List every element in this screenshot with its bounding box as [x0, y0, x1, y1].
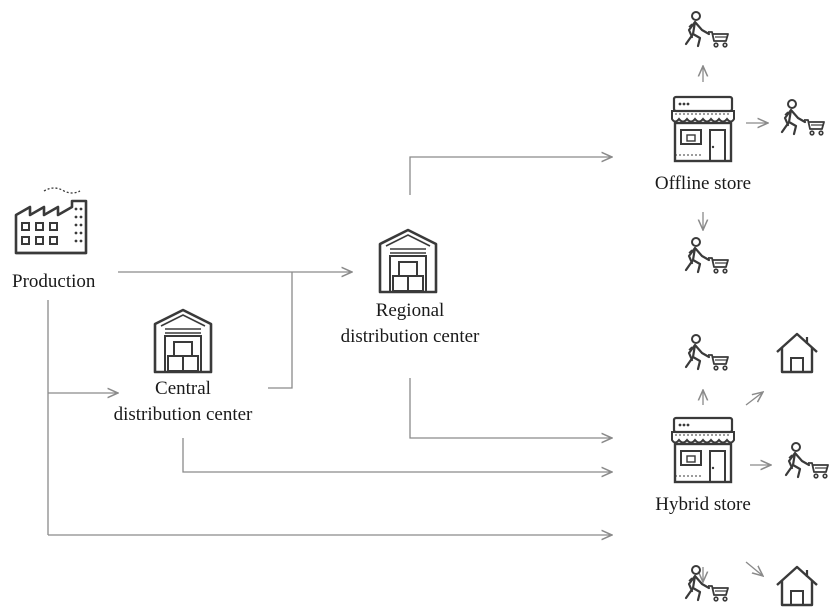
arrow-regional-to-hybrid — [409, 378, 612, 438]
arrow-hybrid-upright — [745, 392, 763, 406]
shopper-cart-icon — [784, 441, 829, 479]
shopper-cart-icon — [684, 236, 730, 274]
connection-lines — [47, 66, 771, 582]
line-central-to-regional — [268, 272, 293, 389]
hybrid-store-label: Hybrid store — [655, 494, 751, 515]
arrow-hybrid-downright — [745, 561, 763, 576]
regional-dc-label-line1: Regional — [375, 300, 445, 321]
shopper-cart-icon — [684, 10, 730, 48]
house-icon — [775, 332, 819, 374]
central-dc-label-line1: Central — [155, 378, 211, 399]
store-icon — [670, 416, 736, 484]
shopper-cart-icon — [780, 98, 826, 136]
arrow-regional-to-offline — [409, 157, 612, 195]
shopper-cart-icon — [684, 333, 730, 371]
factory-icon — [14, 187, 88, 255]
arrow-central-to-hybrid — [182, 438, 612, 472]
production-label: Production — [12, 271, 96, 292]
store-icon — [670, 95, 736, 163]
regional-dc-label-line2: distribution center — [340, 326, 480, 347]
house-icon — [775, 565, 819, 607]
offline-store-label: Offline store — [654, 173, 752, 194]
central-dc-label-line2: distribution center — [113, 404, 253, 425]
shopper-cart-icon — [684, 564, 730, 602]
warehouse-icon — [378, 228, 438, 294]
warehouse-icon — [153, 308, 213, 374]
